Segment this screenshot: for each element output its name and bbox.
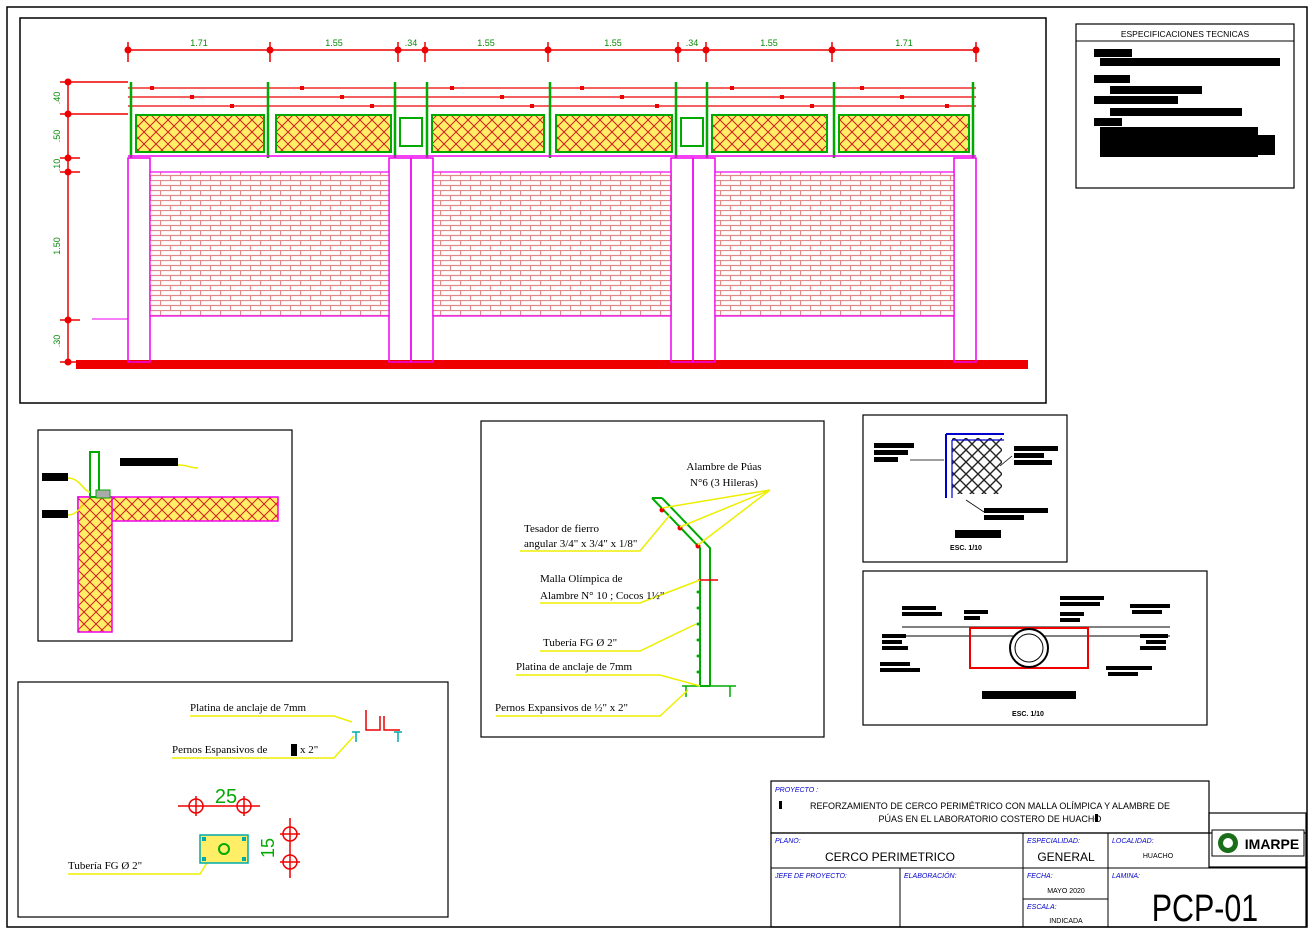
jefe-proyecto-label: JEFE DE PROYECTO: — [774, 873, 847, 880]
post-section-scale: ESC. 1/10 — [1012, 711, 1044, 718]
detail-mesh-corner: ESC. 1/10 — [862, 414, 1068, 563]
anchor-pernos-label-b: x 2" — [300, 744, 318, 756]
redacted-label — [120, 458, 178, 466]
dim-top-2: 1.55 — [325, 38, 343, 48]
fence-posts — [129, 82, 975, 158]
localidad-value: HUACHO — [1143, 853, 1174, 860]
barbed-wire-knots — [150, 86, 949, 108]
redacted-mark — [779, 801, 782, 809]
especialidad-value: GENERAL — [1037, 850, 1095, 864]
proyecto-line-2: PÚAS EN EL LABORATORIO COSTERO DE HUACHO — [879, 814, 1102, 824]
elaboracion-label: ELABORACIÓN: — [904, 871, 957, 880]
lamina-label: LAMINA: — [1112, 873, 1140, 880]
dim-left-5: .30 — [52, 335, 62, 348]
detail-fence-section: Alambre de Púas N°6 (3 Hileras) Tesador … — [480, 420, 825, 738]
mesh-detail-scale: ESC. 1/10 — [950, 545, 982, 552]
anchor-dim-15: 15 — [258, 838, 278, 858]
dim-left-4: 1.50 — [52, 237, 62, 255]
detail-corner-plan — [37, 429, 293, 642]
label-tesador: Tesador de fierro — [524, 523, 599, 535]
label-alambre-puas: Alambre de Púas — [686, 461, 761, 473]
redacted-note — [880, 596, 1170, 699]
escala-label: ESCALA: — [1027, 904, 1057, 911]
dim-top-1: 1.71 — [190, 38, 208, 48]
redacted-label — [42, 510, 68, 518]
fecha-value: MAYO 2020 — [1047, 888, 1085, 895]
barbed-wire — [128, 87, 976, 107]
lamina-value: PCP-01 — [1152, 888, 1258, 930]
proyecto-label: PROYECTO : — [775, 787, 818, 794]
redacted-label — [291, 744, 297, 756]
brick-walls — [149, 171, 955, 317]
top-dimension-line: 1.71 1.55 .34 1.55 1.55 .34 1.55 1.71 — [124, 38, 980, 62]
dim-top-4: 1.55 — [477, 38, 495, 48]
leader-lines — [496, 489, 771, 717]
label-tesador-angular: angular 3/4" x 3/4" x 1/8" — [524, 538, 637, 550]
plano-value: CERCO PERIMETRICO — [825, 850, 955, 864]
dim-top-8: 1.71 — [895, 38, 913, 48]
detail-anchor-plate: Platina de anclaje de 7mm Pernos Espansi… — [17, 681, 449, 918]
label-malla: Malla Olímpica de — [540, 573, 623, 585]
elevation-frame — [19, 17, 1047, 404]
escala-value: INDICADA — [1049, 918, 1083, 925]
redacted-mark — [1095, 814, 1098, 822]
label-platina: Platina de anclaje de 7mm — [516, 661, 633, 673]
specs-title: ESPECIFICACIONES TECNICAS — [1121, 29, 1250, 39]
elevation-view: 1.71 1.55 .34 1.55 1.55 .34 1.55 1.71 — [19, 17, 1047, 404]
proyecto-line-1: REFORZAMIENTO DE CERCO PERIMÉTRICO CON M… — [810, 801, 1170, 811]
label-tuberia: Tubería FG Ø 2" — [543, 637, 617, 649]
label-pernos: Pernos Expansivos de ½" x 2" — [495, 702, 628, 714]
anchor-platina-label: Platina de anclaje de 7mm — [190, 702, 307, 714]
title-block: PROYECTO : REFORZAMIENTO DE CERCO PERIMÉ… — [770, 780, 1307, 930]
imarpe-logo-text: IMARPE — [1245, 836, 1299, 852]
dim-top-7: 1.55 — [760, 38, 778, 48]
localidad-label: LOCALIDAD: — [1112, 838, 1154, 845]
anchor-dim-25: 25 — [215, 786, 237, 808]
dim-left-3: .10 — [52, 159, 62, 172]
ground-line — [76, 360, 1028, 369]
anchor-pernos-label-a: Pernos Espansivos de — [172, 744, 267, 756]
dim-top-6: .34 — [686, 38, 699, 48]
dim-top-5: 1.55 — [604, 38, 622, 48]
sheet-border — [6, 6, 1308, 928]
technical-specs-box: ESPECIFICACIONES TECNICAS — [1075, 23, 1295, 189]
plano-label: PLANO: — [775, 838, 801, 845]
especialidad-label: ESPECIALIDAD: — [1027, 838, 1080, 845]
anchor-tuberia-label: Tubería FG Ø 2" — [68, 860, 142, 872]
redacted-label — [42, 473, 68, 481]
dim-left-1: .40 — [52, 92, 62, 105]
dim-left-2: .50 — [52, 130, 62, 143]
mesh-panels — [135, 114, 970, 153]
label-malla-alambre: Alambre N° 10 ; Cocos 1½" — [540, 590, 664, 602]
redacted-note — [874, 443, 1058, 538]
left-dimension-line: .40 .50 .10 1.50 .30 — [52, 78, 128, 366]
detail-post-section: ESC. 1/10 — [862, 570, 1208, 726]
redacted-spec-lines — [1094, 49, 1280, 157]
imarpe-logo: IMARPE — [1211, 829, 1305, 857]
dim-top-3: .34 — [405, 38, 418, 48]
label-alambre-hileras: N°6 (3 Hileras) — [690, 477, 758, 489]
fecha-label: FECHA: — [1027, 873, 1053, 880]
